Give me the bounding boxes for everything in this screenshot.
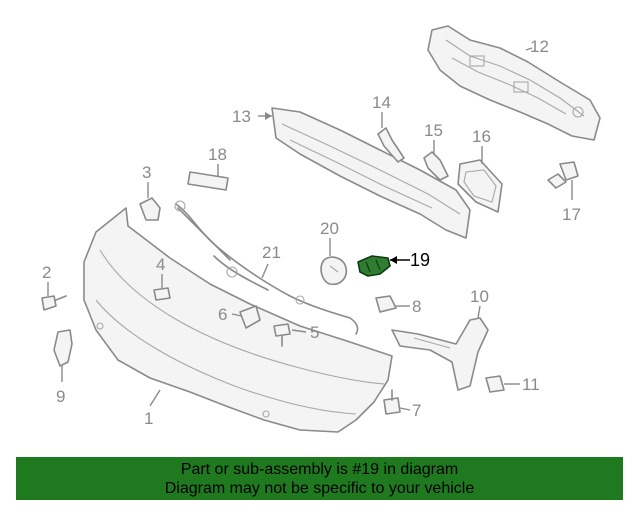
callout-8: 8 [412, 297, 421, 316]
callout-3: 3 [142, 163, 151, 182]
part-8-clip [375, 295, 397, 313]
callout-18: 18 [208, 145, 227, 164]
part-2-bolt [41, 295, 67, 311]
part-4-clip [153, 287, 171, 301]
callout-20: 20 [320, 219, 339, 238]
part-7-bolt [383, 389, 401, 415]
part-5-bolt [273, 323, 291, 347]
part-12-absorber [427, 25, 601, 141]
callout-15: 15 [424, 121, 443, 140]
banner-line-1: Part or sub-assembly is #19 in diagram [180, 461, 459, 478]
part-17-bolt [547, 161, 579, 189]
callout-14: 14 [372, 93, 391, 112]
part-20-grommet [320, 256, 348, 286]
part-13-reinforcement [271, 107, 471, 239]
banner-line-2: Diagram may not be specific to your vehi… [164, 480, 475, 497]
part-14-bracket [377, 127, 405, 163]
callout-9: 9 [56, 387, 65, 406]
part-19-highlighted [357, 255, 391, 277]
callout-1: 1 [144, 409, 153, 428]
callout-10: 10 [470, 287, 489, 306]
part-16-housing [457, 159, 503, 213]
callout-21: 21 [262, 243, 281, 262]
callout-12: 12 [530, 37, 549, 56]
part-18-strip [187, 171, 229, 191]
parts-diagram: 12 13 14 15 16 17 18 3 21 20 19 4 2 6 5 … [41, 25, 601, 433]
callout-16: 16 [472, 127, 491, 146]
info-banner: Part or sub-assembly is #19 in diagram D… [16, 457, 623, 500]
callout-6: 6 [218, 305, 227, 324]
callout-19: 19 [410, 250, 430, 270]
callout-13: 13 [232, 107, 251, 126]
part-1-bumper-cover [83, 207, 393, 433]
callout-2: 2 [42, 263, 51, 282]
callout-4: 4 [156, 255, 165, 274]
callout-7: 7 [412, 401, 421, 420]
part-3-clip [139, 197, 161, 221]
part-15-bracket [423, 151, 449, 181]
part-10-bracket [391, 317, 489, 391]
callout-11: 11 [522, 375, 540, 394]
part-21-harness [174, 200, 359, 335]
part-11-bolt [485, 375, 505, 393]
part-9-bracket [53, 329, 73, 367]
part-6-clip [239, 305, 261, 329]
callout-5: 5 [310, 323, 319, 342]
callout-17: 17 [562, 205, 581, 224]
